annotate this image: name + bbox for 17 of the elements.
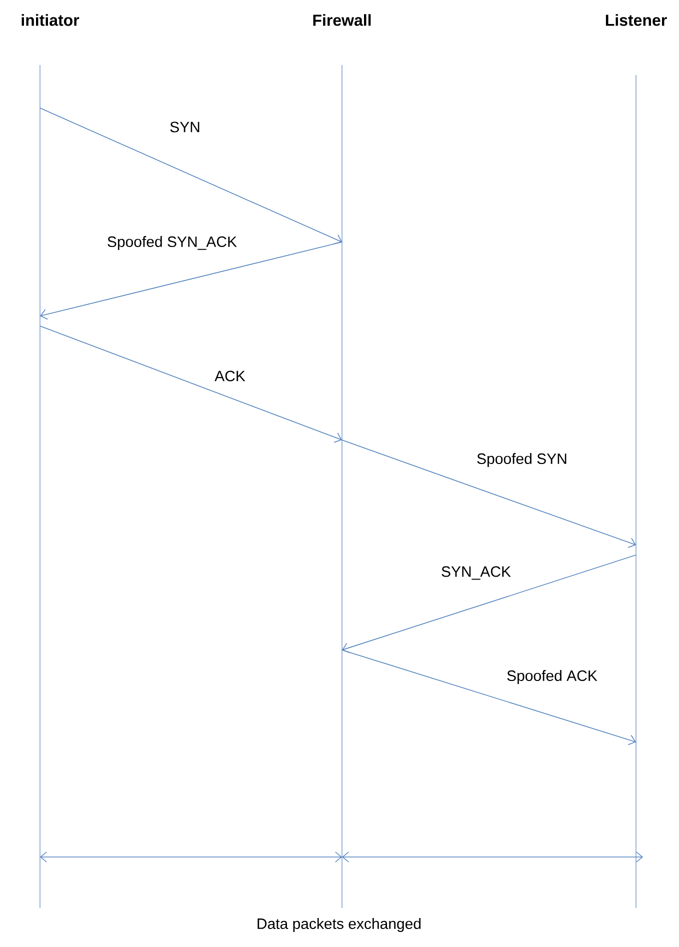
- arrow: [342, 440, 636, 548]
- participant-label: Listener: [606, 14, 667, 26]
- edge-label: SYN: [168, 120, 202, 134]
- participant-label: Firewall: [313, 14, 371, 26]
- edge-label: Spoofed SYN_ACK: [106, 235, 238, 251]
- edge-label: Spoofed SYN: [476, 452, 568, 468]
- arrow: [40, 852, 342, 862]
- arrow: [40, 108, 342, 244]
- arrow: [40, 326, 342, 443]
- arrow: [40, 242, 342, 320]
- arrow: [342, 852, 643, 862]
- arrow: [342, 650, 636, 746]
- edge-label: SYN_ACK: [440, 565, 512, 581]
- edge-label: ACK: [214, 370, 246, 382]
- edge-label: Spoofed ACK: [506, 669, 598, 685]
- arrow: [342, 554, 636, 654]
- participant-label: initiator: [22, 14, 80, 26]
